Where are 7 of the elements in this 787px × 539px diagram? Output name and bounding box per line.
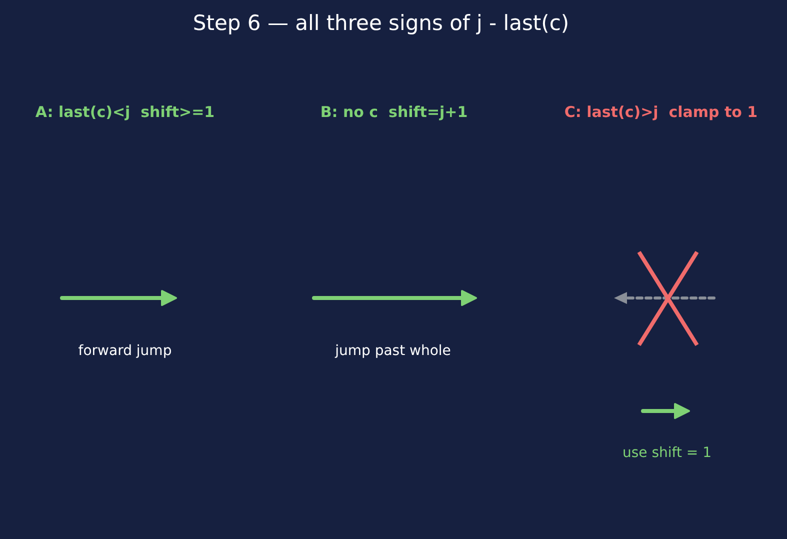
arrow-caption: forward jump bbox=[78, 343, 172, 359]
arrow-caption: use shift = 1 bbox=[622, 445, 712, 461]
arrow-caption: jump past whole bbox=[335, 343, 451, 359]
case-heading: B: no c shift=j+1 bbox=[320, 103, 468, 121]
case-heading: C: last(c)>j clamp to 1 bbox=[564, 103, 758, 121]
case-heading: A: last(c)<j shift>=1 bbox=[35, 103, 215, 121]
diagram-title: Step 6 — all three signs of j - last(c) bbox=[192, 11, 570, 35]
